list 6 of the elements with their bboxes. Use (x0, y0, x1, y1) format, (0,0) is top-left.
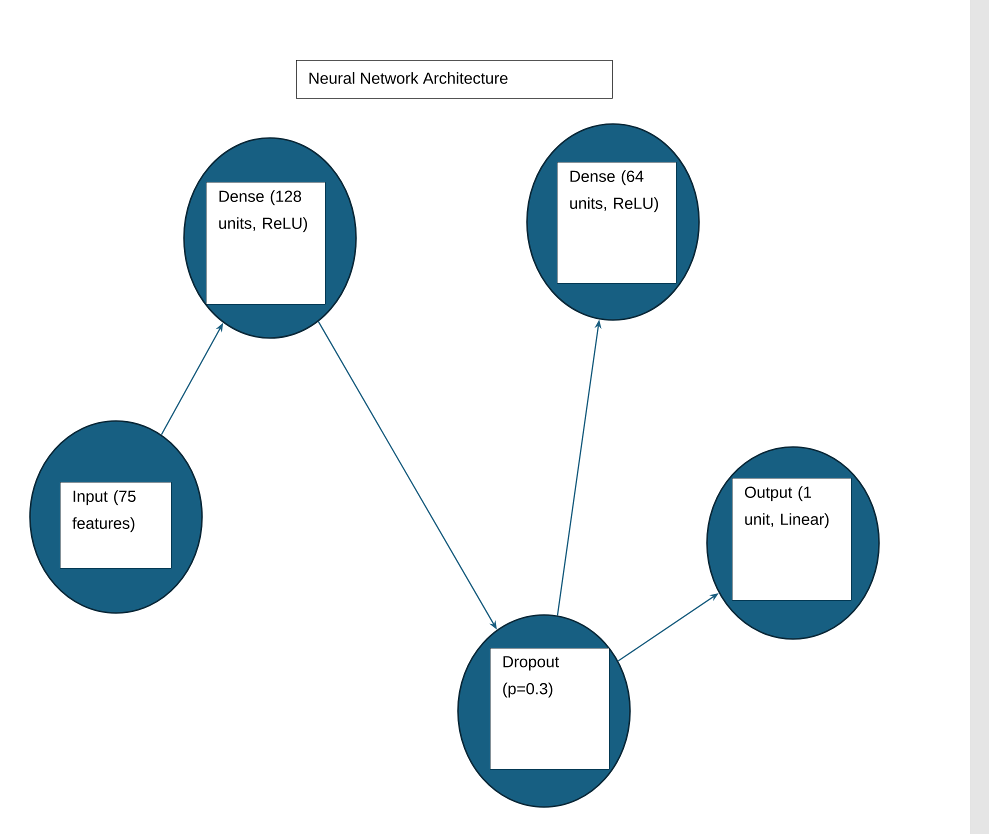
layer-node: Dense (128 units, ReLU) (183, 137, 357, 339)
layer-node: Dropout (p=0.3) (457, 614, 631, 808)
title-box: Neural Network Architecture (296, 60, 613, 99)
layer-node: Input (75 features) (29, 420, 203, 614)
layer-node: Output (1 unit, Linear) (706, 446, 880, 640)
layer-node: Dense (64 units, ReLU) (526, 123, 700, 321)
